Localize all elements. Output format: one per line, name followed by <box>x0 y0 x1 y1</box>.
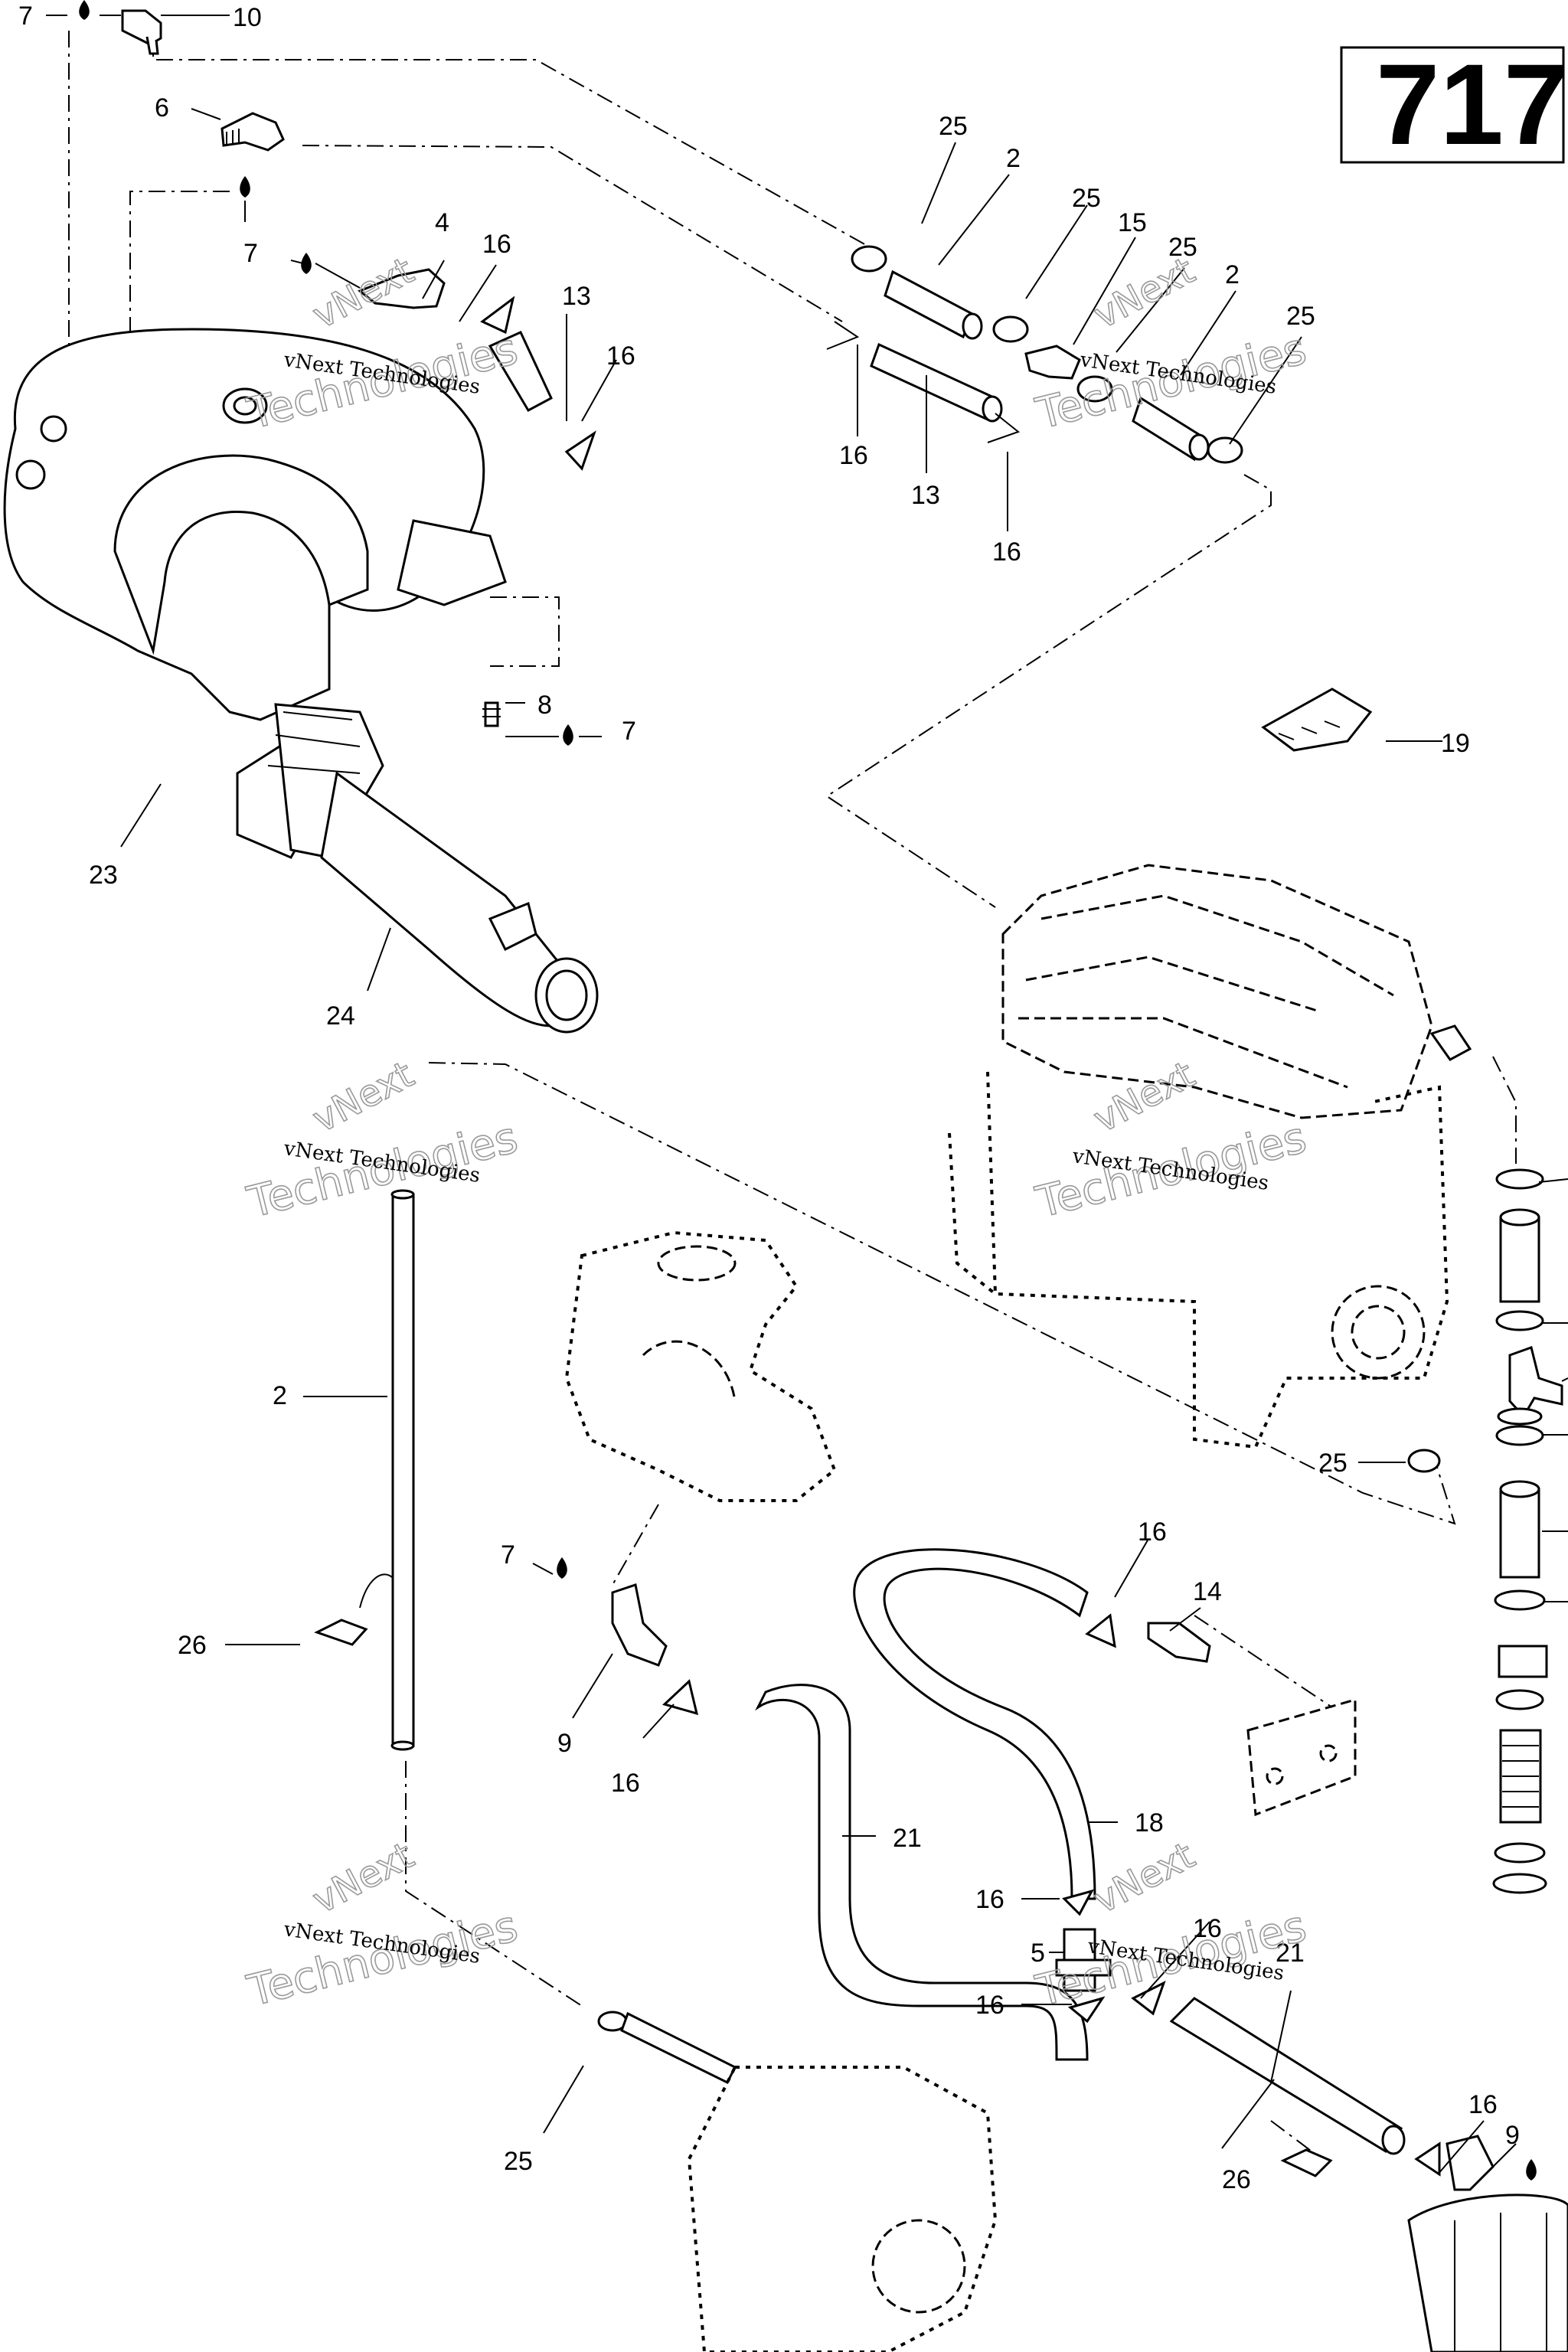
label-16: 16 <box>1138 1517 1167 1547</box>
label-6: 6 <box>155 93 169 122</box>
pump-housing-phantom <box>564 1230 837 1502</box>
label-15: 15 <box>1118 208 1147 237</box>
label-7: 7 <box>501 1540 515 1570</box>
oil-drop-icon <box>557 1557 567 1579</box>
tee-fitting-5 <box>1055 1928 1112 1992</box>
label-10: 10 <box>233 3 262 32</box>
fitting-25-lower <box>597 2011 737 2085</box>
label-21: 21 <box>1276 1939 1305 1968</box>
label-18: 18 <box>1135 1808 1164 1838</box>
label-16: 16 <box>1193 1914 1222 1943</box>
svg-text:vNext: vNext <box>305 1834 420 1922</box>
bracket-19 <box>1261 688 1373 752</box>
label-19: 19 <box>1441 729 1470 758</box>
label-9: 9 <box>1505 2121 1520 2150</box>
fitting-elbow-6 <box>220 112 285 152</box>
label-14: 14 <box>1193 1577 1222 1606</box>
label-16: 16 <box>992 537 1021 567</box>
label-25: 25 <box>1168 233 1197 262</box>
engine-phantom <box>948 864 1472 1449</box>
label-24: 24 <box>326 1001 355 1031</box>
part-labels: 7 10 6 7 4 16 13 16 25 2 25 15 25 2 25 1… <box>18 2 1520 2194</box>
fitting-8 <box>482 701 501 727</box>
oil-drop-icon <box>79 0 90 20</box>
fitting-14 <box>1147 1622 1211 1663</box>
label-16: 16 <box>1468 2090 1498 2119</box>
hose-21-short <box>1169 1997 1406 2155</box>
label-16: 16 <box>975 1991 1004 2020</box>
label-16: 16 <box>839 441 868 470</box>
label-7: 7 <box>18 2 33 31</box>
label-7: 7 <box>243 239 258 268</box>
watermark-4: vNext Technologies vNext Technologies <box>1031 1053 1312 1229</box>
mount-plate <box>1246 1698 1357 1817</box>
fitting-elbow-10 <box>121 9 162 55</box>
label-25: 25 <box>504 2147 533 2176</box>
label-7: 7 <box>622 717 636 746</box>
label-2: 2 <box>1225 260 1240 289</box>
page-number-badge: 717 <box>1340 40 1567 168</box>
svg-text:vNext: vNext <box>305 1053 420 1141</box>
oil-drop-icon <box>563 724 573 746</box>
label-13: 13 <box>911 481 940 510</box>
label-16: 16 <box>611 1769 640 1798</box>
svg-text:Technologies: Technologies <box>243 1901 523 2016</box>
label-9: 9 <box>557 1729 572 1758</box>
label-25: 25 <box>939 112 968 141</box>
svg-text:vNext: vNext <box>1086 1834 1201 1922</box>
filter-body <box>1407 2194 1568 2352</box>
oil-drop-icon <box>301 253 312 274</box>
label-2: 2 <box>273 1381 287 1410</box>
fitting-9-lower <box>1446 2135 1494 2191</box>
muffler-assembly <box>3 328 599 1034</box>
watermark-5: vNext Technologies vNext Technologies <box>242 1834 523 2017</box>
hose-2-long <box>314 1189 415 1751</box>
label-23: 23 <box>89 861 118 890</box>
oil-drop-icon <box>240 176 250 198</box>
label-25: 25 <box>1286 302 1315 331</box>
svg-text:vNext: vNext <box>1086 1053 1201 1141</box>
oil-drop-icon <box>1526 2159 1537 2180</box>
hose-column-right <box>1407 1168 1563 1894</box>
label-25: 25 <box>1072 184 1101 213</box>
label-16: 16 <box>975 1885 1004 1914</box>
page-number-text: 717 <box>1376 40 1567 168</box>
label-16: 16 <box>606 341 635 371</box>
label-13: 13 <box>562 282 591 311</box>
fitting-9-upper <box>611 1583 668 1667</box>
label-8: 8 <box>537 691 552 720</box>
svg-text:vNext: vNext <box>305 249 420 337</box>
jet-pump-phantom <box>687 2066 998 2352</box>
hose-21-curved <box>755 1684 1089 2061</box>
label-25: 25 <box>1318 1449 1348 1478</box>
label-5: 5 <box>1031 1939 1045 1968</box>
label-4: 4 <box>435 208 449 237</box>
watermark-3: vNext Technologies vNext Technologies <box>242 1053 523 1229</box>
label-2: 2 <box>1006 144 1021 173</box>
label-21: 21 <box>893 1824 922 1853</box>
label-26: 26 <box>1222 2165 1251 2194</box>
oil-drop-icons <box>79 0 1537 2180</box>
hose-group-top <box>480 245 1243 471</box>
label-26: 26 <box>178 1631 207 1660</box>
svg-text:vNext: vNext <box>1086 249 1201 337</box>
hose-18-loop <box>853 1548 1096 1900</box>
label-16: 16 <box>482 230 511 259</box>
leader-lines <box>46 15 1568 2175</box>
